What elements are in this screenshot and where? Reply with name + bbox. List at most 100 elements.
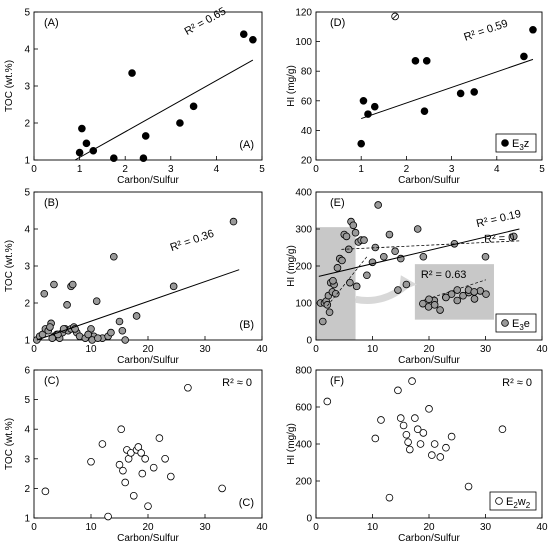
inset-r2-label: R² = 0.63 <box>421 269 467 281</box>
data-point <box>416 440 425 448</box>
data-point <box>104 512 112 521</box>
legend-box <box>489 491 537 511</box>
y-tick-label: 5 <box>24 188 30 199</box>
data-point <box>46 323 54 331</box>
corner-label: (C) <box>239 497 254 509</box>
y-tick-label: 2 <box>24 484 30 495</box>
legend-box <box>495 313 537 333</box>
data-point <box>218 484 226 493</box>
inset-point <box>419 299 427 308</box>
data-point <box>121 478 129 487</box>
legend-label: E2w2 <box>506 496 531 510</box>
y-tick-label: 3 <box>24 82 30 93</box>
data-point <box>374 201 382 209</box>
y-tick-label: 2 <box>24 299 30 310</box>
data-point <box>169 282 178 291</box>
y-tick-label: 800 <box>295 366 312 377</box>
y-tick-label: 4 <box>24 45 30 56</box>
inset-point <box>470 295 479 303</box>
data-point <box>75 148 84 157</box>
data-point <box>137 449 145 457</box>
x-axis-label: Carbon/Sulfur <box>398 533 460 544</box>
x-tick-label: 10 <box>367 344 379 355</box>
x-tick-label: 40 <box>536 522 548 533</box>
y-tick-label: 5 <box>24 8 30 19</box>
data-point <box>129 491 138 500</box>
data-point <box>98 440 107 448</box>
data-point <box>430 301 439 309</box>
plot-frame <box>33 369 263 519</box>
data-point <box>318 317 327 326</box>
x-tick-label: 1 <box>77 164 83 175</box>
data-point <box>329 276 337 285</box>
trendline-label: R² = 0.59 <box>462 18 509 44</box>
x-axis-label: Carbon/Sulfur <box>117 533 179 544</box>
x-tick-label: 40 <box>256 522 268 533</box>
x-tick-label: 3 <box>449 164 455 175</box>
x-tick-label: 0 <box>313 164 319 175</box>
data-point <box>82 139 91 148</box>
data-point <box>349 221 358 230</box>
data-point <box>498 425 507 434</box>
data-point <box>121 336 129 344</box>
x-tick-label: 20 <box>142 344 154 355</box>
x-tick-label: 10 <box>85 522 97 533</box>
data-point <box>391 12 399 21</box>
y-tick-label: 100 <box>295 299 312 310</box>
data-point <box>87 457 95 466</box>
data-point <box>379 252 388 261</box>
x-axis-label: Carbon/Sulfur <box>398 355 460 366</box>
legend-box <box>495 133 537 153</box>
x-axis-label: Carbon/Sulfur <box>398 175 460 186</box>
x-tick-label: 1 <box>358 164 364 175</box>
data-point <box>229 217 238 226</box>
data-point <box>385 493 394 502</box>
panel-label: (F) <box>330 375 344 387</box>
inset-point <box>482 290 490 298</box>
x-axis-label: Carbon/Sulfur <box>117 175 179 186</box>
data-point <box>370 102 379 111</box>
inset-point <box>447 290 456 298</box>
y-tick-label: 5 <box>24 395 30 406</box>
data-point <box>394 386 402 395</box>
trendline <box>318 228 520 277</box>
data-point <box>107 328 115 337</box>
y-tick-label: 1 <box>24 514 30 525</box>
data-point <box>333 264 342 272</box>
trendline-label: R² = 0.19 <box>475 208 522 230</box>
data-point <box>184 383 192 392</box>
legend-marker <box>495 497 503 505</box>
corner-label: (A) <box>239 139 254 151</box>
x-tick-label: 30 <box>480 522 492 533</box>
data-point <box>115 460 124 469</box>
y-tick-label: 1 <box>24 336 30 347</box>
y-axis-label: HI (mg/g) <box>286 65 297 107</box>
data-point <box>470 88 479 96</box>
x-tick-label: 0 <box>313 522 319 533</box>
y-tick-label: 400 <box>295 440 312 451</box>
x-tick-label: 5 <box>539 164 545 175</box>
panel-label: (C) <box>44 375 59 387</box>
x-tick-label: 5 <box>259 164 265 175</box>
y-tick-label: 0 <box>306 514 312 525</box>
data-point <box>419 429 428 437</box>
data-point <box>357 139 366 148</box>
data-point <box>464 482 473 491</box>
data-point <box>110 252 118 261</box>
y-tick-label: 200 <box>295 477 312 488</box>
x-tick-label: 40 <box>536 344 548 355</box>
inset-point <box>459 291 467 300</box>
data-point <box>481 252 490 261</box>
data-point <box>436 453 445 461</box>
data-point <box>331 289 340 298</box>
y-tick-label: 300 <box>295 225 312 236</box>
x-tick-label: 0 <box>31 344 37 355</box>
y-tick-label: 20 <box>301 156 313 167</box>
y-tick-label: 60 <box>301 96 313 107</box>
data-point <box>78 124 86 133</box>
y-tick-label: 80 <box>301 67 313 78</box>
